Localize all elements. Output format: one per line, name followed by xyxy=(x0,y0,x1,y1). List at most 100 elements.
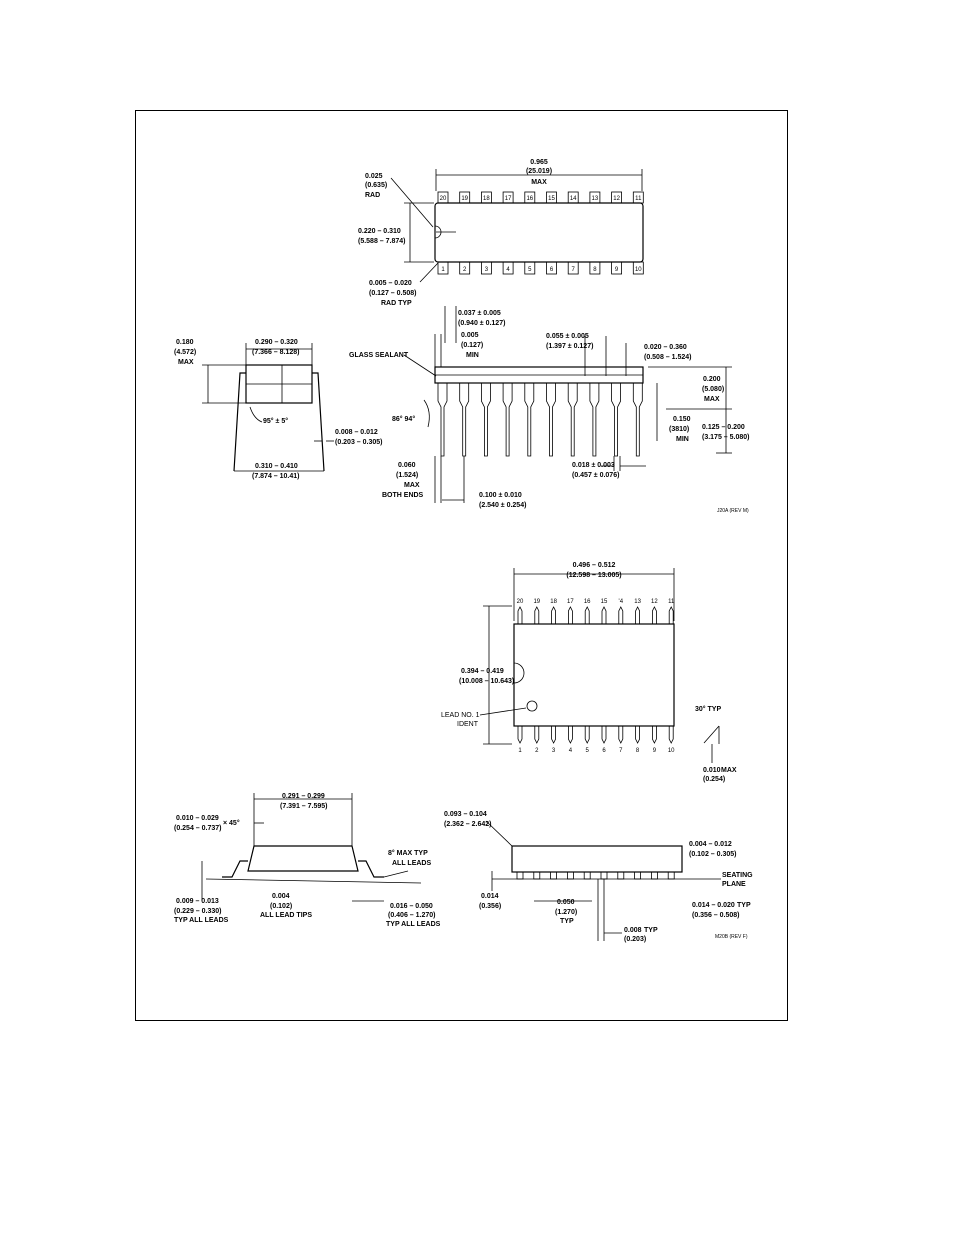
soic-front-lead xyxy=(651,871,658,880)
angle-95: 95° ± 5° xyxy=(263,417,288,425)
soic-side-width-in: 0.291 – 0.299 xyxy=(282,793,325,800)
chamfer-in: 0.010 – 0.029 xyxy=(176,815,219,822)
soic-body-side xyxy=(247,845,359,872)
soic-top-pin xyxy=(618,606,624,624)
lead-tips-in: 0.004 xyxy=(272,893,290,900)
soic-top-pin-label: 17 xyxy=(567,599,574,605)
soic-bottom-pin-label: 2 xyxy=(535,748,539,754)
soic-height-mm: (2.362 – 2.642) xyxy=(444,821,491,828)
dip-bottom-pin-label: 9 xyxy=(615,267,619,273)
dip-front-leads xyxy=(437,383,643,457)
side-lead-mm: (0.203 – 0.305) xyxy=(335,439,382,446)
rad-typ-label: RAD TYP xyxy=(381,300,412,307)
soic-bottom-pin-label: 5 xyxy=(586,748,590,754)
soic-bottom-pin-label: 9 xyxy=(653,748,657,754)
soic-top-pin-label: 12 xyxy=(651,599,658,605)
dip-bottom-pin xyxy=(502,261,514,275)
end-max-mm: (1.524) xyxy=(396,472,418,479)
soic-front-lead xyxy=(667,871,675,880)
soic-lead008-mm: (0.203) xyxy=(624,936,646,943)
span-mm: (7.874 – 10.41) xyxy=(252,473,299,480)
dip-bottom-pin-label: 7 xyxy=(572,267,576,273)
rad-typ-mm: (0.127 – 0.508) xyxy=(369,290,416,297)
soic-width-mm: (10.008 – 10.643) xyxy=(459,678,514,685)
dip-front-lead xyxy=(437,383,448,457)
notch-rad-in: 0.025 xyxy=(365,173,383,180)
dip-bottom-pin-label: 10 xyxy=(635,267,642,273)
soic-bottom-pin xyxy=(517,726,523,744)
lead-min-mm: (0.127) xyxy=(461,342,483,349)
side-height-in: 0.180 xyxy=(176,339,194,346)
soic-bottom-pin xyxy=(534,726,540,744)
dip-top-pin-label: 18 xyxy=(483,196,490,202)
lead-min-in: 0.005 xyxy=(461,332,479,339)
dip-length-max: MAX xyxy=(531,179,547,186)
soic-front-leads xyxy=(516,871,675,880)
side-height-mm: (4.572) xyxy=(174,349,196,356)
soic-top-pin-label: 13 xyxy=(634,599,641,605)
soic-bottom-pin-label: 8 xyxy=(636,748,640,754)
dip-top-pin-label: 13 xyxy=(592,196,599,202)
dip-top-pin-label: 14 xyxy=(570,196,577,202)
angle-8-a: 8° MAX TYP xyxy=(388,849,428,857)
dip-top-pin-label: 16 xyxy=(526,196,533,202)
soic-side-view: 0.291 – 0.299 (7.391 – 7.595) 0.010 – 0.… xyxy=(174,793,441,928)
seat-min-in: 0.150 xyxy=(673,416,691,423)
soic-front-lead xyxy=(617,871,625,880)
soic-bottom-pin-label: 4 xyxy=(569,748,573,754)
soic-front-lead xyxy=(634,871,642,880)
soic-bottom-pin xyxy=(584,726,590,744)
dip-bottom-pin xyxy=(611,261,623,275)
body-width-in: 0.220 – 0.310 xyxy=(358,228,401,235)
dip-bottom-pin-label: 5 xyxy=(528,267,532,273)
soic-bottom-pin-label: 1 xyxy=(518,748,522,754)
shoulder-mm: (1.397 ± 0.127) xyxy=(546,343,593,350)
soic-bottom-pin xyxy=(568,726,573,744)
soic-bottom-pin xyxy=(618,726,624,744)
dip-bottom-pin xyxy=(524,261,536,275)
shoulder-in: 0.055 ± 0.005 xyxy=(546,333,589,340)
dip-bottom-pin xyxy=(589,261,601,275)
pitch-in: 0.100 ± 0.010 xyxy=(479,492,522,499)
soic-bottom-pin-label: 10 xyxy=(668,748,675,754)
lead-tips-label: ALL LEAD TIPS xyxy=(260,912,312,919)
soic-top-pin-label: 15 xyxy=(601,599,608,605)
soic-leadw-mm: (0.356 – 0.508) xyxy=(692,912,739,919)
dip-bottom-pin xyxy=(437,261,449,275)
lead-width-in: 0.037 ± 0.005 xyxy=(458,310,501,317)
soic-top-pin-label: 19 xyxy=(533,599,540,605)
dip-length-mm: (25.019) xyxy=(526,168,552,175)
standoff-in: 0.004 – 0.012 xyxy=(689,841,732,848)
seat-min-label: MIN xyxy=(676,436,689,443)
soic-lead009-in: 0.009 – 0.013 xyxy=(176,898,219,905)
soic-bottom-pin xyxy=(601,726,607,744)
soic-bottom-pin xyxy=(652,726,657,744)
angle-8-b: ALL LEADS xyxy=(392,860,431,867)
soic-body-front xyxy=(511,845,683,873)
soic-front-lead xyxy=(566,871,574,880)
soic-top-pin xyxy=(568,606,573,624)
soic-lead-max-in: 0.010 xyxy=(703,767,721,774)
soic-length-in: 0.496 – 0.512 xyxy=(573,562,616,569)
soic-top-pin xyxy=(668,606,674,624)
soic-side-width-mm: (7.391 – 7.595) xyxy=(280,803,327,810)
soic-lead016-in: 0.016 – 0.050 xyxy=(390,903,433,910)
soic-top-pin xyxy=(601,606,607,624)
dip-front-lead xyxy=(546,383,556,457)
soic-top-pin-label: 20 xyxy=(517,599,524,605)
dip-bottom-pin xyxy=(480,261,492,275)
dip-front-lead xyxy=(589,383,600,457)
side-lead-in: 0.008 – 0.012 xyxy=(335,429,378,436)
seat-min-mm: (3810) xyxy=(669,426,689,433)
soic-notch xyxy=(513,662,525,684)
dip-length-in: 0.965 xyxy=(530,159,548,166)
span-in: 0.310 – 0.410 xyxy=(255,463,298,470)
angle-86-94: 86° 94° xyxy=(392,415,415,423)
dip-bottom-pin-label: 1 xyxy=(441,267,445,273)
soic-top-pin xyxy=(584,606,590,624)
seating-2: PLANE xyxy=(722,881,746,888)
